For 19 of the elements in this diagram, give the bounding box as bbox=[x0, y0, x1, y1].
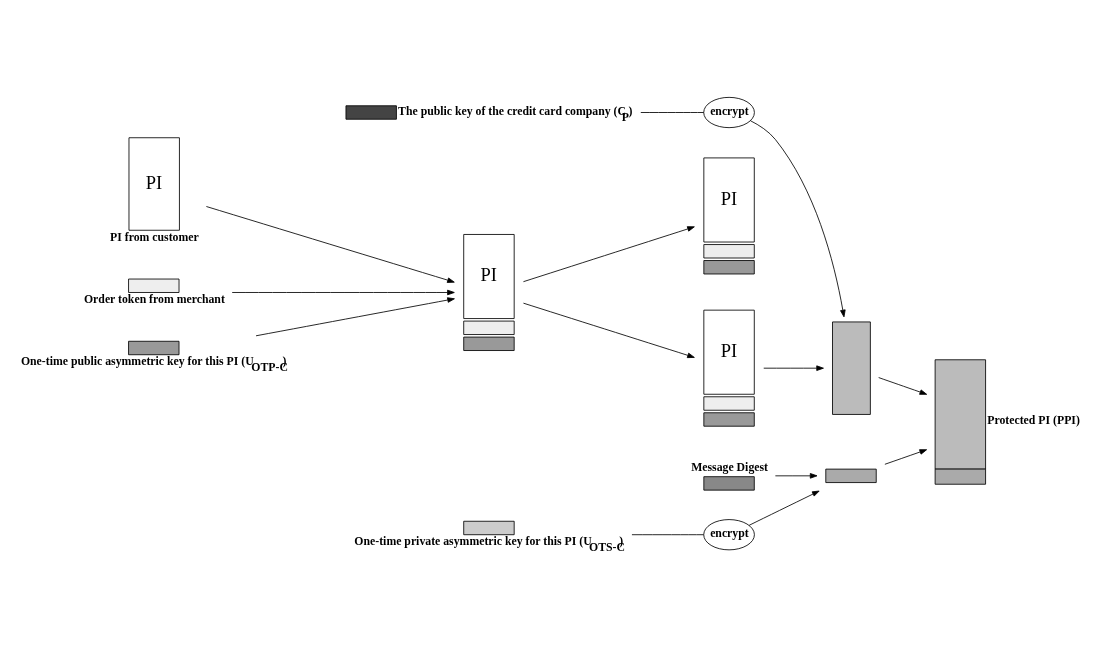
node-ellipse: encrypt bbox=[703, 519, 755, 551]
node-label: Message Digest bbox=[691, 460, 768, 474]
connector bbox=[631, 534, 705, 536]
arrow bbox=[884, 449, 928, 465]
arrow bbox=[774, 473, 818, 479]
arrow bbox=[878, 377, 928, 395]
arrow bbox=[748, 490, 820, 526]
arrow bbox=[231, 289, 455, 296]
arrow bbox=[255, 297, 455, 337]
arrow bbox=[205, 206, 455, 283]
connector bbox=[640, 112, 705, 113]
arrow bbox=[763, 365, 824, 371]
node-label: Order token from merchant bbox=[83, 292, 225, 306]
arrow bbox=[523, 226, 695, 283]
node-label: Protected PI (PPI) bbox=[987, 414, 1080, 428]
arrow bbox=[523, 302, 695, 359]
node-ellipse: encrypt bbox=[703, 96, 755, 129]
arrow bbox=[750, 120, 846, 318]
node-label: PI from customer bbox=[110, 230, 199, 244]
